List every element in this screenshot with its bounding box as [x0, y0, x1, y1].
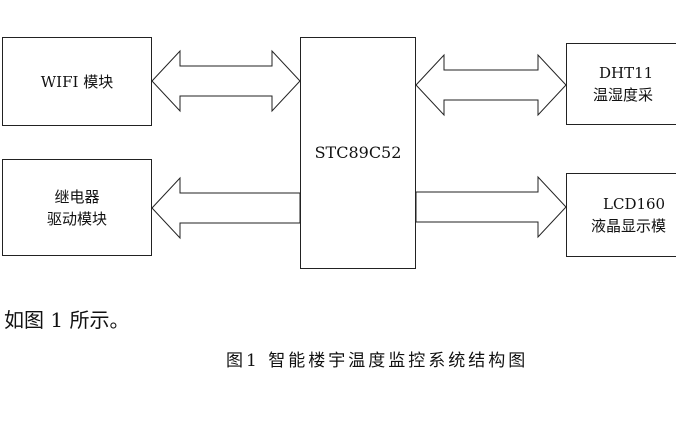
mcu-dht11-arrow	[415, 53, 567, 117]
wifi-mcu-arrow	[151, 49, 301, 113]
dht11-label-line2: 温湿度采	[593, 86, 654, 104]
wifi-module-label: WIFI 模块	[40, 72, 114, 91]
figure-caption: 图1 智能楼宇温度监控系统结构图	[226, 351, 529, 371]
lcd-label-line1: LCD160	[603, 195, 666, 213]
mcu-label: STC89C52	[314, 143, 402, 162]
dht11-label-line1: DHT11	[599, 64, 654, 82]
relay-label-line1: 继电器	[54, 187, 100, 206]
lcd-box: LCD160 液晶显示模	[566, 173, 676, 257]
mcu-relay-arrow	[151, 176, 301, 240]
relay-label-line2: 驱动模块	[46, 209, 107, 228]
lcd-label-line2: 液晶显示模	[591, 217, 667, 235]
relay-module-box: 继电器 驱动模块	[2, 159, 152, 256]
mcu-box: STC89C52	[300, 37, 416, 269]
wifi-module-box: WIFI 模块	[2, 37, 152, 126]
mcu-lcd-arrow	[415, 175, 567, 239]
dht11-box: DHT11 温湿度采	[566, 43, 676, 125]
body-text: 如图 1 所示。	[4, 308, 130, 332]
